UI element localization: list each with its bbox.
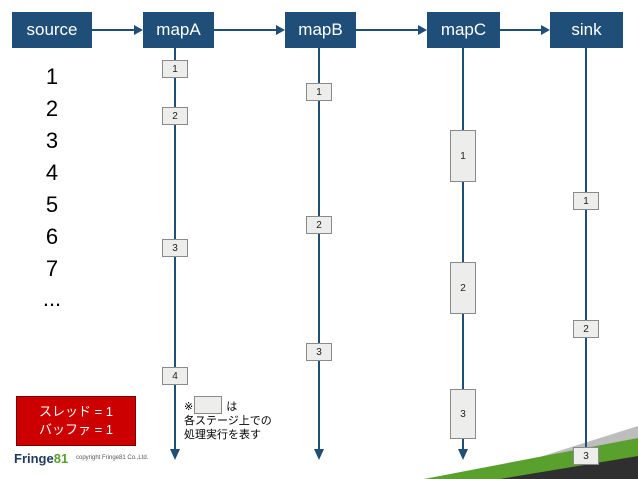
- connector-mapB-mapC-arrowhead: [418, 25, 427, 35]
- note-line-3: 処理実行を表す: [184, 429, 261, 441]
- task-mapA-4: 4: [162, 367, 188, 385]
- source-item: 5: [45, 192, 59, 217]
- timeline-mapC-arrowhead: [458, 449, 468, 460]
- note-legend: ※は 各ステージ上での 処理実行を表す: [184, 396, 272, 442]
- connector-mapC-sink-arrowhead: [541, 25, 550, 35]
- note-prefix: ※: [184, 401, 194, 413]
- task-mapA-3: 3: [162, 239, 188, 257]
- stage-source: source: [12, 12, 92, 48]
- stage-mapA: mapA: [143, 12, 214, 48]
- task-mapA-1: 1: [162, 60, 188, 78]
- source-item: 4: [45, 160, 59, 185]
- task-mapC-3: 3: [450, 389, 476, 439]
- copyright-text: copyright Fringe81 Co.,Ltd.: [76, 455, 149, 461]
- legend-buffer-label: バッファ = 1: [38, 422, 114, 437]
- task-mapC-2: 2: [450, 262, 476, 314]
- source-item: 7: [45, 256, 59, 281]
- task-sink-2: 2: [573, 320, 599, 338]
- task-mapC-1: 1: [450, 130, 476, 182]
- timeline-mapB-arrowhead: [314, 449, 324, 460]
- source-item: 6: [45, 224, 59, 249]
- stage-mapC: mapC: [427, 12, 500, 48]
- legend-thread-buffer: スレッド = 1 バッファ = 1: [16, 396, 136, 446]
- connector-mapA-mapB-arrowhead: [276, 25, 285, 35]
- stage-mapB: mapB: [285, 12, 356, 48]
- company-logo: Fringe81: [14, 451, 68, 466]
- legend-thread-label: スレッド = 1: [38, 404, 114, 419]
- task-mapA-2: 2: [162, 107, 188, 125]
- note-line-2: 各ステージ上での: [184, 415, 272, 427]
- task-swatch: [194, 396, 223, 414]
- task-mapB-3: 3: [306, 343, 332, 361]
- source-item: 2: [45, 96, 59, 121]
- note-suffix: は: [226, 401, 238, 413]
- stage-sink: sink: [550, 12, 623, 48]
- task-sink-1: 1: [573, 192, 599, 210]
- note-line-1: ※は: [184, 396, 272, 414]
- timeline-mapA-arrowhead: [170, 449, 180, 460]
- source-item: 1: [45, 64, 59, 89]
- corner-decoration-dark: [500, 456, 638, 479]
- task-mapB-1: 1: [306, 83, 332, 101]
- task-mapB-2: 2: [306, 216, 332, 234]
- task-sink-3: 3: [573, 447, 599, 465]
- connector-source-mapA-arrowhead: [134, 25, 143, 35]
- source-item: ...: [42, 286, 62, 311]
- logo-number: 81: [53, 451, 69, 466]
- source-item: 3: [45, 128, 59, 153]
- logo-word: Fringe: [14, 451, 54, 466]
